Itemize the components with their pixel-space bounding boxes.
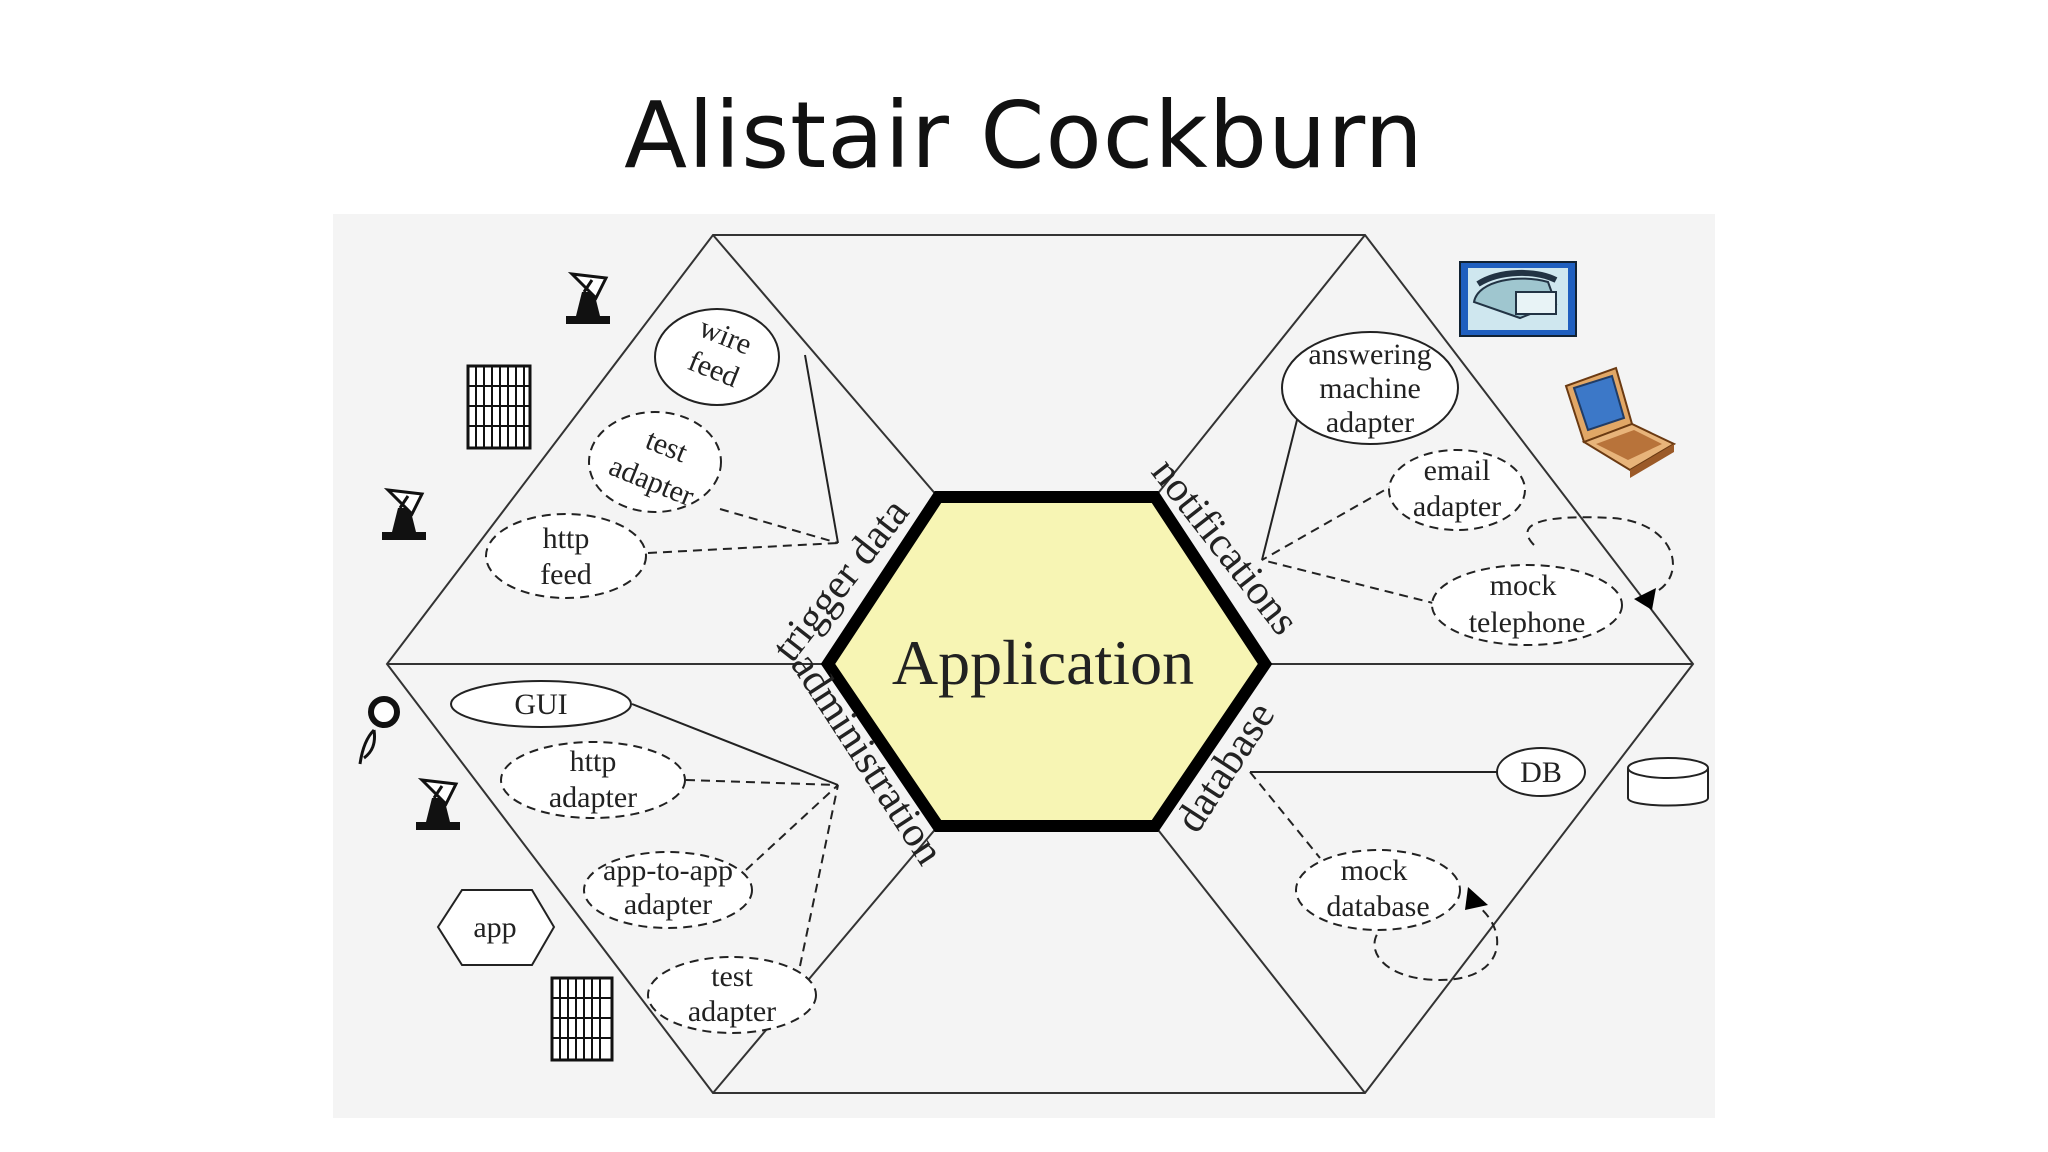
adapter-app-to-app: app-to-app adapter <box>583 851 753 929</box>
adapter-wire-feed: wire feed <box>654 308 780 406</box>
svg-text:feed: feed <box>540 558 592 591</box>
adapter-http-feed: http feed <box>485 513 647 599</box>
svg-text:email: email <box>1424 454 1491 487</box>
svg-text:adapter: adapter <box>1326 406 1414 439</box>
svg-text:adapter: adapter <box>624 888 712 921</box>
mock-database-arrowhead <box>1465 887 1488 910</box>
left-connectors <box>631 354 839 967</box>
svg-text:app: app <box>473 911 516 944</box>
adapter-mock-database: mock database <box>1295 849 1461 931</box>
slide-title: Alistair Cockburn <box>624 82 1424 189</box>
svg-text:adapter: adapter <box>688 995 776 1028</box>
mock-telephone-arrowhead <box>1634 588 1656 610</box>
svg-text:telephone: telephone <box>1469 606 1586 639</box>
satellite-dish-icon <box>566 272 610 324</box>
svg-text:machine: machine <box>1319 372 1421 405</box>
svg-text:adapter: adapter <box>1413 490 1501 523</box>
telephone-icon <box>1459 261 1577 337</box>
adapter-test-top: test adapter <box>588 411 722 513</box>
svg-text:answering: answering <box>1308 338 1431 371</box>
application-hexagon <box>820 491 1273 832</box>
adapter-gui: GUI <box>450 680 632 728</box>
person-icon <box>358 696 400 765</box>
svg-text:DB: DB <box>1520 756 1562 789</box>
mock-database-loop <box>1373 900 1499 982</box>
adapter-mock-telephone: mock telephone <box>1431 564 1623 646</box>
server-rack-icon <box>466 364 532 450</box>
adapter-test-bottom: test adapter <box>647 956 817 1034</box>
svg-text:test: test <box>711 960 753 993</box>
external-app: app <box>436 889 556 966</box>
svg-text:http: http <box>570 745 617 778</box>
right-connectors <box>1249 399 1674 982</box>
satellite-dish-icon <box>382 488 426 540</box>
mock-telephone-loop <box>1526 516 1674 598</box>
satellite-dish-icon <box>416 778 460 830</box>
svg-text:http: http <box>543 522 590 555</box>
adapter-email: email adapter <box>1388 449 1526 531</box>
svg-text:app-to-app: app-to-app <box>603 854 733 887</box>
adapter-answering-machine: answering machine adapter <box>1281 331 1459 445</box>
svg-text:mock: mock <box>1341 854 1408 887</box>
svg-text:adapter: adapter <box>549 781 637 814</box>
application-label: Application <box>892 627 1194 698</box>
svg-text:GUI: GUI <box>514 688 567 721</box>
svg-text:database: database <box>1326 890 1429 923</box>
server-rack-icon <box>550 976 614 1062</box>
sector-lines <box>387 234 1693 1094</box>
adapter-http: http adapter <box>500 741 686 819</box>
svg-text:mock: mock <box>1490 569 1557 602</box>
database-cylinder-icon <box>1627 757 1709 807</box>
laptop-icon <box>1564 366 1677 478</box>
adapter-db: DB <box>1496 747 1586 797</box>
